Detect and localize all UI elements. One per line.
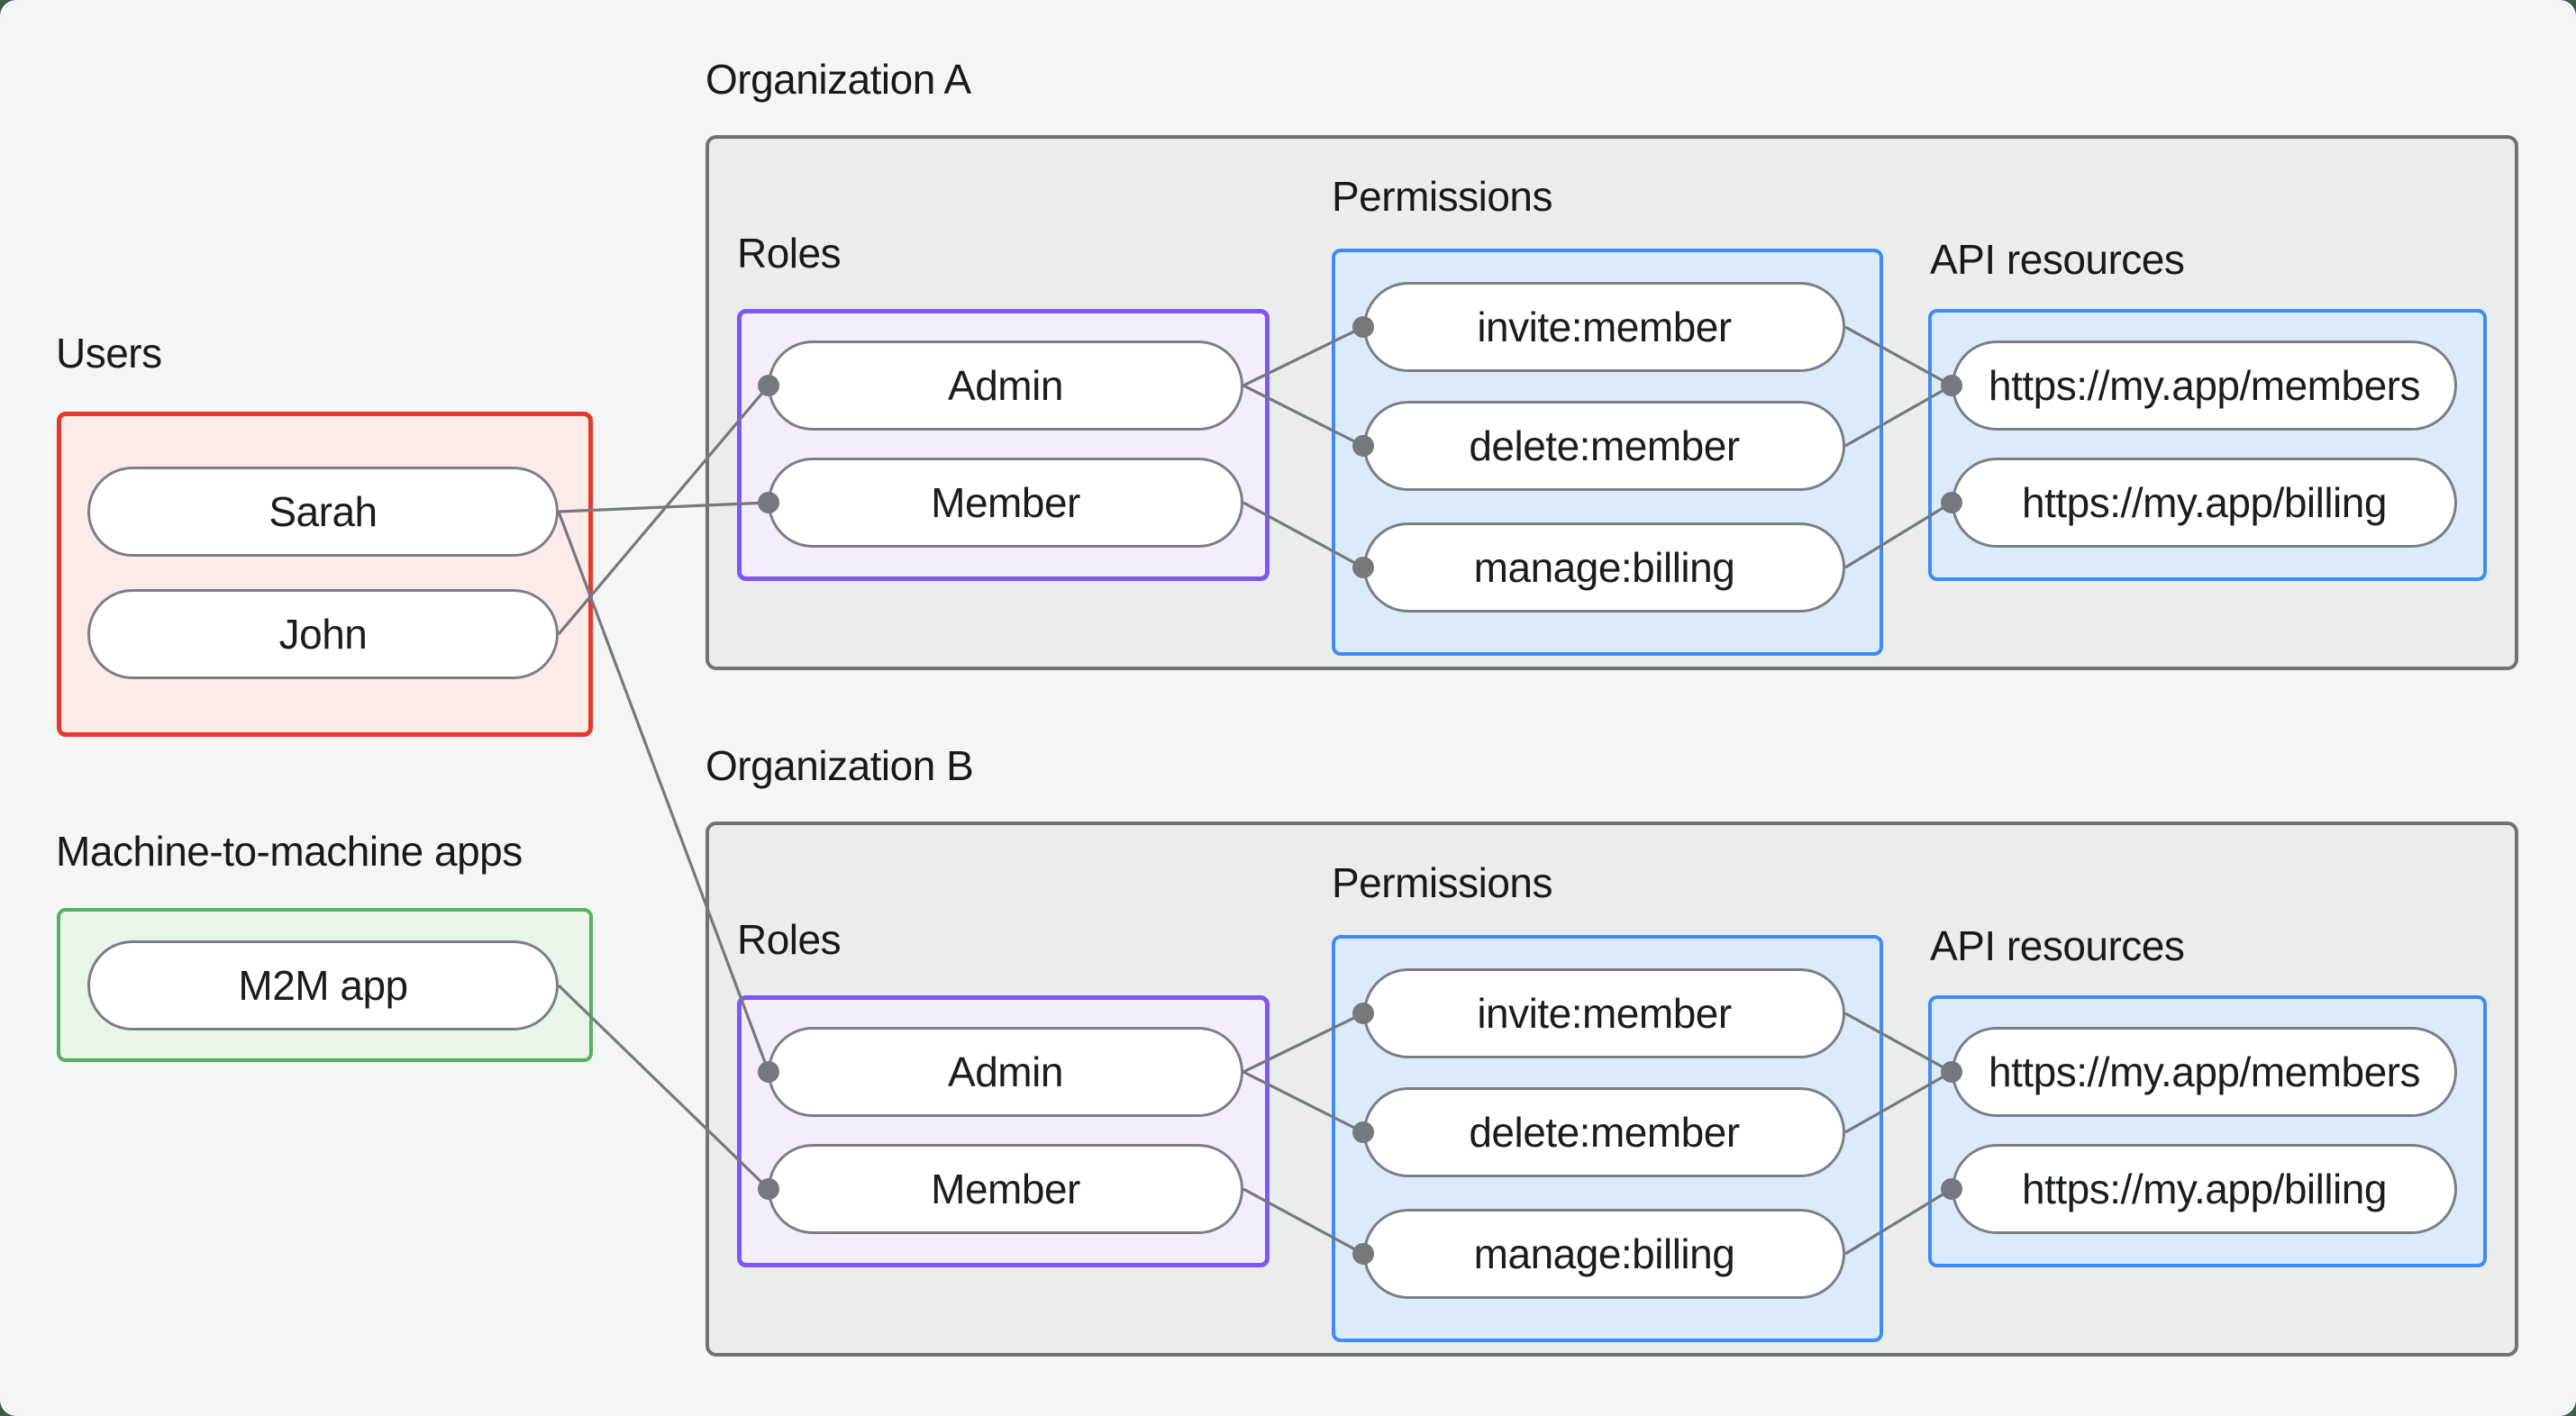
- org-b-permission-delete-member: delete:member: [1363, 1087, 1845, 1177]
- users-group-box: [57, 412, 593, 737]
- org-a-permission-delete-member: delete:member: [1363, 401, 1845, 491]
- org-b-api-resources-label: API resources: [1930, 922, 2185, 969]
- users-section-label: Users: [56, 330, 162, 377]
- org-b-roles-label: Roles: [737, 916, 842, 963]
- m2m-section-label: Machine-to-machine apps: [56, 828, 523, 875]
- org-b-permission-manage-billing: manage:billing: [1363, 1209, 1845, 1299]
- org-a-permission-invite-member: invite:member: [1363, 282, 1845, 372]
- org-b-role-admin: Admin: [768, 1027, 1243, 1117]
- org-b-permissions-label: Permissions: [1332, 859, 1553, 906]
- org-a-api-resources-label: API resources: [1930, 236, 2185, 283]
- user-node-john: John: [87, 589, 559, 679]
- org-a-roles-label: Roles: [737, 230, 842, 277]
- org-a-api-billing: https://my.app/billing: [1952, 458, 2457, 548]
- org-a-title: Organization A: [705, 56, 971, 103]
- org-a-permission-manage-billing: manage:billing: [1363, 522, 1845, 613]
- user-node-sarah: Sarah: [87, 467, 559, 557]
- org-a-permissions-label: Permissions: [1332, 173, 1553, 220]
- org-a-api-members: https://my.app/members: [1952, 340, 2457, 431]
- org-b-permission-invite-member: invite:member: [1363, 968, 1845, 1058]
- org-a-role-member: Member: [768, 458, 1243, 548]
- org-b-role-member: Member: [768, 1144, 1243, 1234]
- org-b-title: Organization B: [705, 742, 974, 789]
- org-b-api-billing: https://my.app/billing: [1952, 1144, 2457, 1234]
- org-a-role-admin: Admin: [768, 340, 1243, 431]
- org-b-api-members: https://my.app/members: [1952, 1027, 2457, 1117]
- m2m-app-node: M2M app: [87, 940, 559, 1030]
